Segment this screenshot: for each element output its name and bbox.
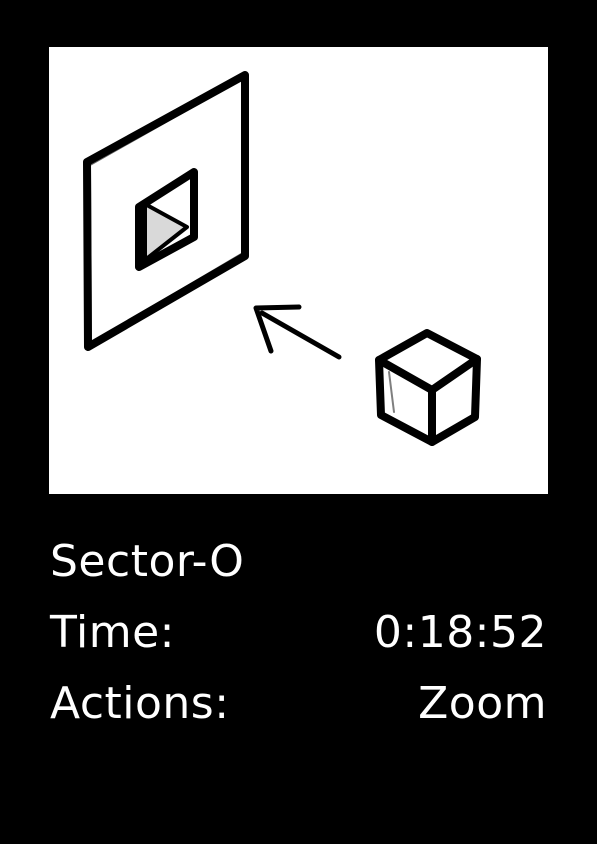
sector-name: Sector-O [50, 536, 245, 587]
actions-row: Actions: Zoom [50, 673, 547, 735]
illustration-panel [49, 47, 548, 494]
sector-row: Sector-O [50, 531, 547, 593]
actions-value: Zoom [418, 678, 547, 729]
frame-with-triangle-icon [83, 71, 249, 351]
sketch-illustration [83, 71, 481, 446]
actions-label: Actions: [50, 678, 230, 729]
time-row: Time: 0:18:52 [50, 602, 547, 664]
time-label: Time: [50, 607, 176, 658]
cube-icon [375, 329, 481, 446]
arrow-icon [253, 304, 342, 360]
time-value: 0:18:52 [373, 607, 547, 658]
